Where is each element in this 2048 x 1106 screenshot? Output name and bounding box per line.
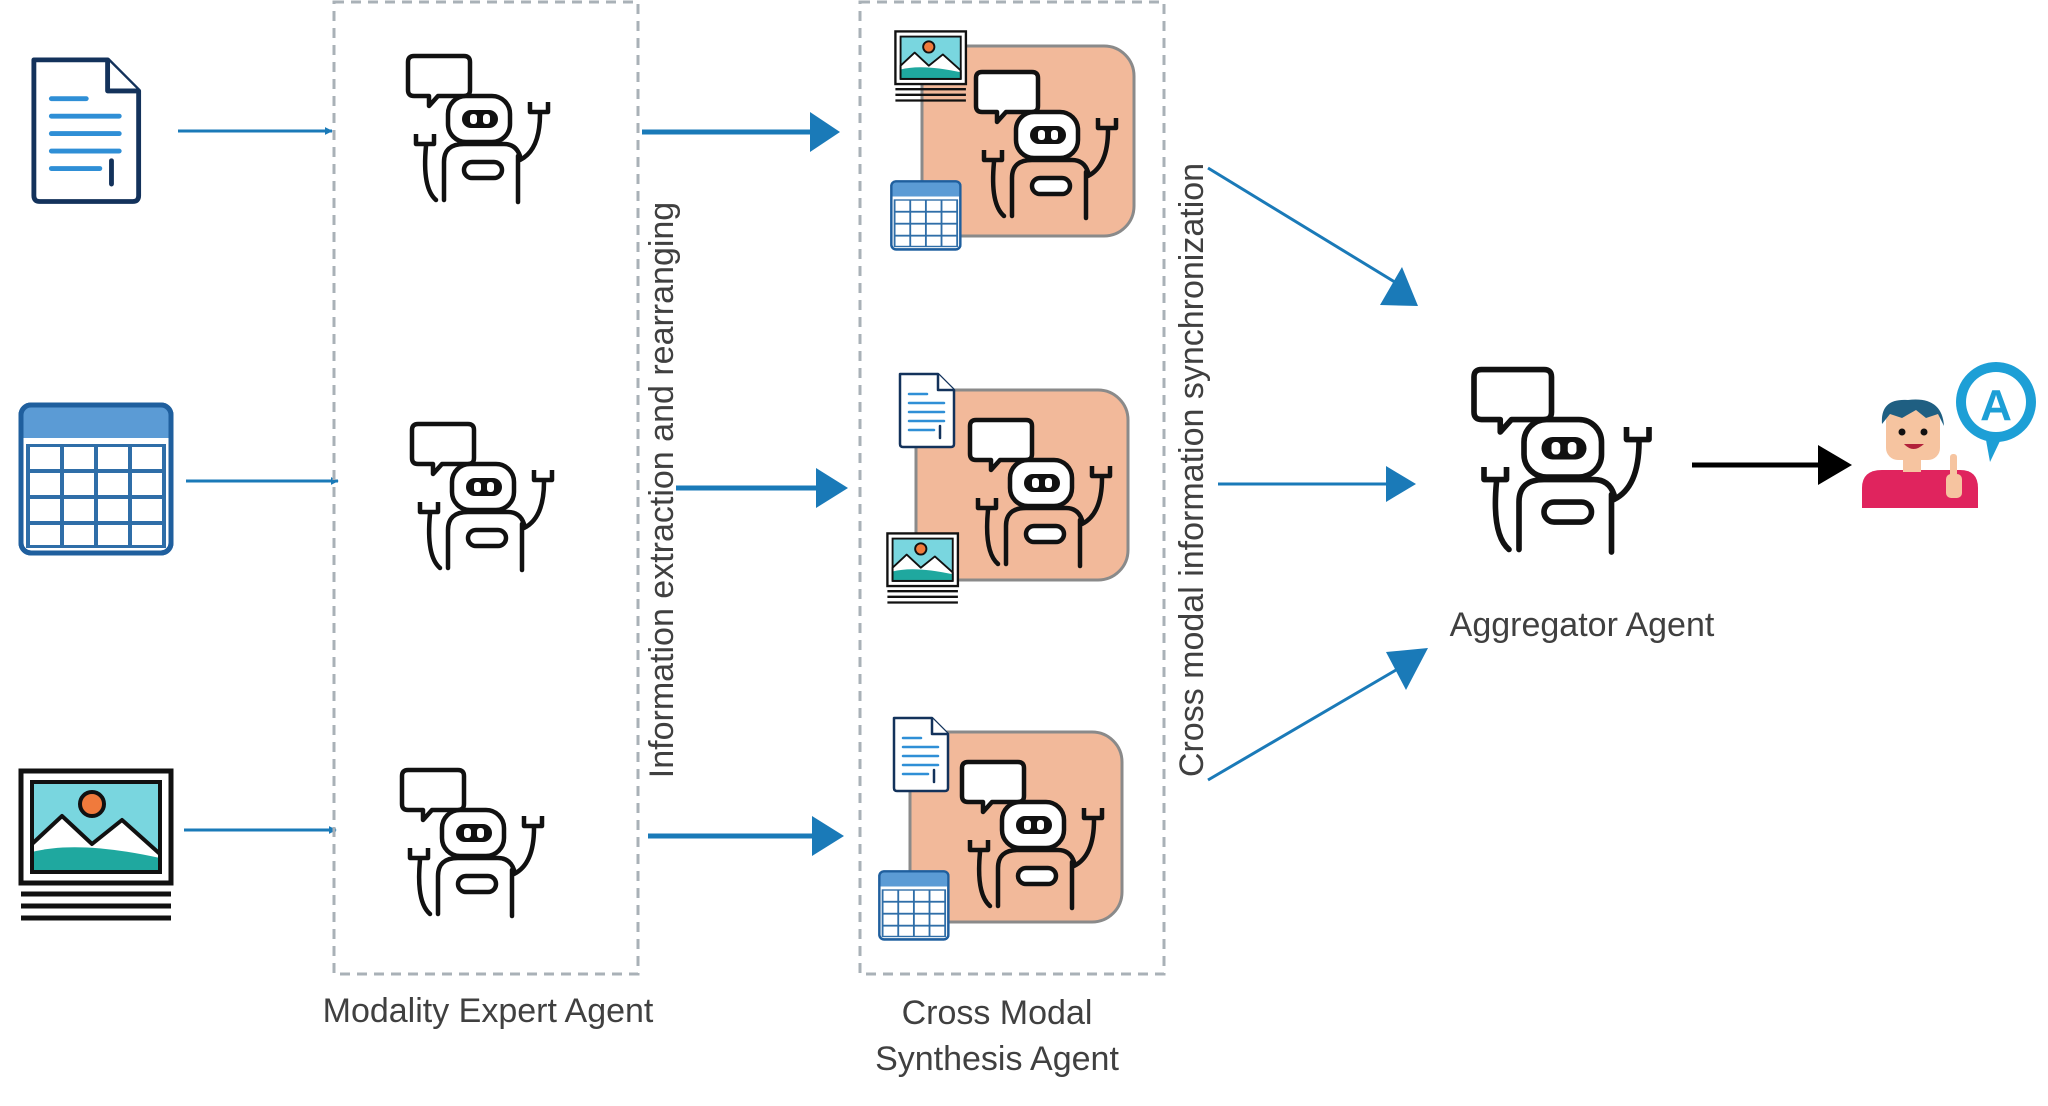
modality-expert-group-box bbox=[332, 0, 640, 976]
arrowhead-synthesis-3 bbox=[812, 816, 844, 856]
synthesis-card-3 bbox=[878, 716, 1124, 941]
cross-modal-label-line2: Synthesis Agent bbox=[875, 1040, 1119, 1078]
arrowhead-synthesis-1 bbox=[810, 112, 840, 152]
arrow-synthesis1-to-aggregator bbox=[1207, 166, 1399, 286]
modality-expert-robot-3 bbox=[402, 770, 542, 916]
document-icon bbox=[898, 372, 956, 449]
info-extraction-label: Information extraction and rearranging bbox=[643, 202, 681, 778]
document-icon bbox=[892, 716, 950, 793]
arrow-synthesis3-to-aggregator bbox=[1207, 668, 1397, 782]
image-icon bbox=[894, 30, 968, 102]
table-icon bbox=[890, 180, 962, 251]
cross-modal-label-line1: Cross Modal bbox=[902, 994, 1093, 1032]
answer-badge-letter: A bbox=[1980, 381, 2012, 430]
modality-expert-robot-2 bbox=[412, 424, 552, 570]
image-icon bbox=[21, 771, 171, 918]
cross-sync-label: Cross modal information synchronization bbox=[1173, 163, 1211, 777]
aggregator-robot bbox=[1474, 370, 1649, 553]
user-answer-icon: A bbox=[1862, 362, 2036, 508]
arrowhead-aggregator-1 bbox=[1380, 267, 1418, 306]
cross-modal-group-box bbox=[858, 0, 1166, 976]
arrowhead-synthesis-2 bbox=[816, 468, 848, 508]
modality-expert-robot-1 bbox=[408, 56, 548, 202]
modality-expert-label: Modality Expert Agent bbox=[323, 992, 654, 1030]
synthesis-card-2 bbox=[886, 372, 1130, 604]
document-icon bbox=[34, 60, 139, 202]
arrowhead-aggregator-2 bbox=[1386, 466, 1416, 502]
arrowhead-aggregator-3 bbox=[1386, 648, 1428, 690]
image-icon bbox=[886, 532, 960, 604]
table-icon bbox=[878, 870, 950, 941]
aggregator-label: Aggregator Agent bbox=[1450, 606, 1715, 644]
synthesis-card-1 bbox=[890, 30, 1136, 251]
table-icon bbox=[21, 405, 171, 553]
arrowhead-user bbox=[1818, 445, 1852, 485]
